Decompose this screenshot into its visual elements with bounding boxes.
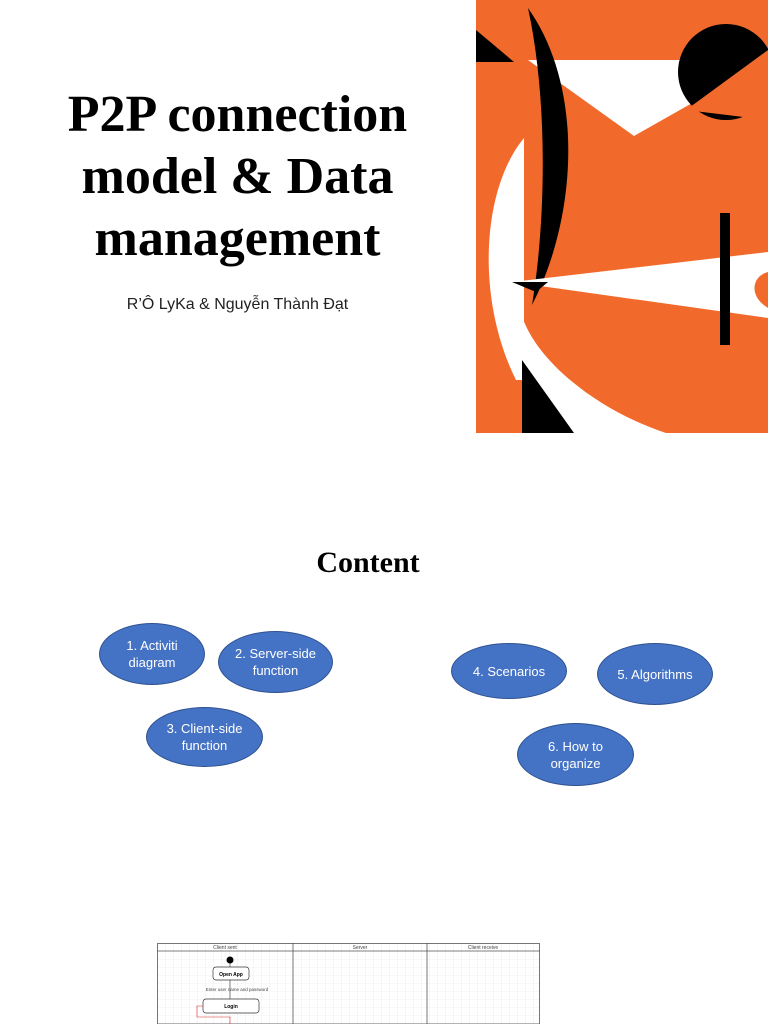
content-item-algorithms: 5. Algorithms <box>597 643 713 705</box>
content-item-activity-diagram: 1. Activiti diagram <box>99 623 205 685</box>
node-open-app-label: Open App <box>219 972 243 978</box>
title-slide: P2P connection model & Data management R… <box>0 0 768 433</box>
abstract-art-image <box>476 0 768 433</box>
lane-client-receive: Client receive <box>468 945 499 951</box>
content-item-how-to-organize: 6. How to organize <box>517 723 634 786</box>
node-open-app <box>212 966 250 981</box>
node-login-label: Login <box>224 1004 238 1010</box>
activity-diagram-slide: Client sent Server Client receive Open A… <box>0 853 768 1024</box>
content-item-client-side: 3. Client-side function <box>146 707 263 767</box>
lane-client-sent: Client sent <box>213 945 237 951</box>
flow-annotation: Enter user name and password <box>206 987 269 992</box>
content-item-server-side: 2. Server-side function <box>218 631 333 693</box>
start-node <box>226 956 234 964</box>
activity-diagram: Client sent Server Client receive Open A… <box>157 943 540 1024</box>
slide-subtitle: R’Ô LyKa & Nguyễn Thành Đạt <box>126 296 349 313</box>
content-item-scenarios: 4. Scenarios <box>451 643 567 699</box>
content-title: Content <box>316 546 420 579</box>
slide-title: P2P connection model & Data management <box>67 86 408 267</box>
content-slide: Content 1. Activiti diagram 2. Server-si… <box>0 433 768 853</box>
lane-server: Server <box>353 945 368 951</box>
